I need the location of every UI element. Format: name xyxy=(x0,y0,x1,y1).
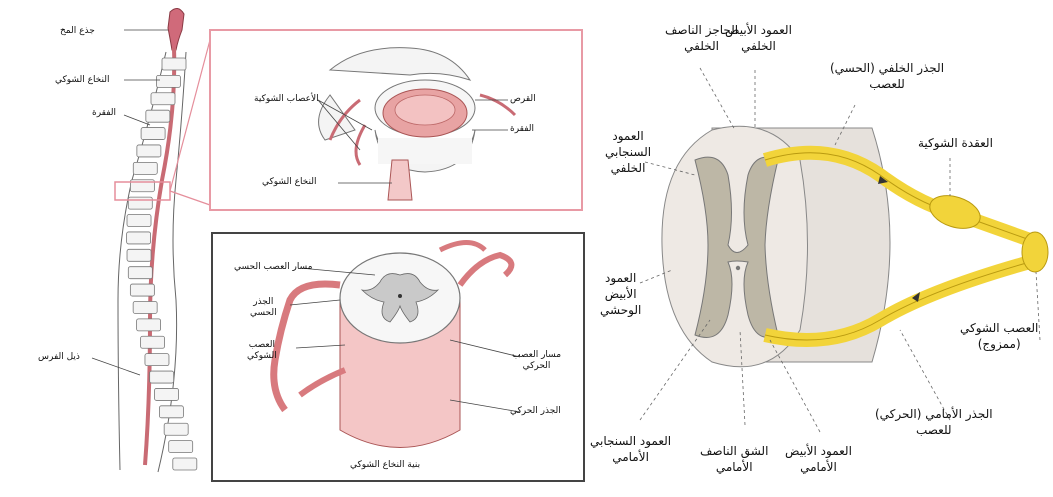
vertebra-segment xyxy=(127,249,151,261)
vertebra-segment xyxy=(128,197,152,209)
vertebra-segment xyxy=(128,267,152,279)
vertebra-segment xyxy=(127,215,151,227)
vertebra-segment xyxy=(164,423,188,435)
label-motor-root: الجذر الحركي xyxy=(510,406,561,417)
label-spinal-nerves: الأعصاب الشوكية xyxy=(254,94,319,105)
spine-figure xyxy=(92,8,210,472)
vertebra-segment xyxy=(150,371,174,383)
label-detail-vertebra: الفقرة xyxy=(510,124,534,135)
vertebra-segment xyxy=(146,110,170,122)
label-sensory-path: مسار العصب الحسي xyxy=(234,262,312,273)
vertebra-segment xyxy=(173,458,197,470)
vertebra-segment xyxy=(137,145,161,157)
vertebra-segment xyxy=(159,406,183,418)
label-spinal-cord: النخاع الشوكي xyxy=(55,75,109,86)
label-anterior-root: الجذر الأمامي (الحركي)للعصب xyxy=(875,406,993,438)
label-dorsal-root: الجذر الخلفي (الحسي)للعصب xyxy=(830,60,944,92)
vertebra-segment xyxy=(127,232,151,244)
vertebra-segment xyxy=(151,93,175,105)
vertebra-segment xyxy=(137,319,161,331)
vertebra-segment xyxy=(162,58,186,70)
cross-section-figure xyxy=(640,68,1048,432)
label-cauda: ذيل الفرس xyxy=(38,352,80,363)
label-cord-caption: بنية النخاع الشوكي xyxy=(350,460,420,471)
vertebra-segment xyxy=(133,301,157,313)
label-detail-spinal-cord: النخاع الشوكي xyxy=(262,177,316,188)
label-vertebra: الفقرة xyxy=(92,108,116,119)
vertebra-segment xyxy=(141,336,165,348)
vertebra-segment xyxy=(130,284,154,296)
vertebra-segment xyxy=(141,128,165,140)
vertebra-segment xyxy=(145,354,169,366)
label-disc: القرص xyxy=(510,94,536,105)
vertebra-segment xyxy=(133,162,157,174)
label-spinal-nerve-mixed: العصب الشوكي(ممزوج) xyxy=(960,320,1038,352)
vertebra-segment xyxy=(156,75,180,87)
vertebra-segment xyxy=(155,388,179,400)
label-ganglion: العقدة الشوكية xyxy=(918,135,993,151)
label-brain-stem: جذع المخ xyxy=(60,26,95,37)
vertebra-segment xyxy=(169,441,193,453)
